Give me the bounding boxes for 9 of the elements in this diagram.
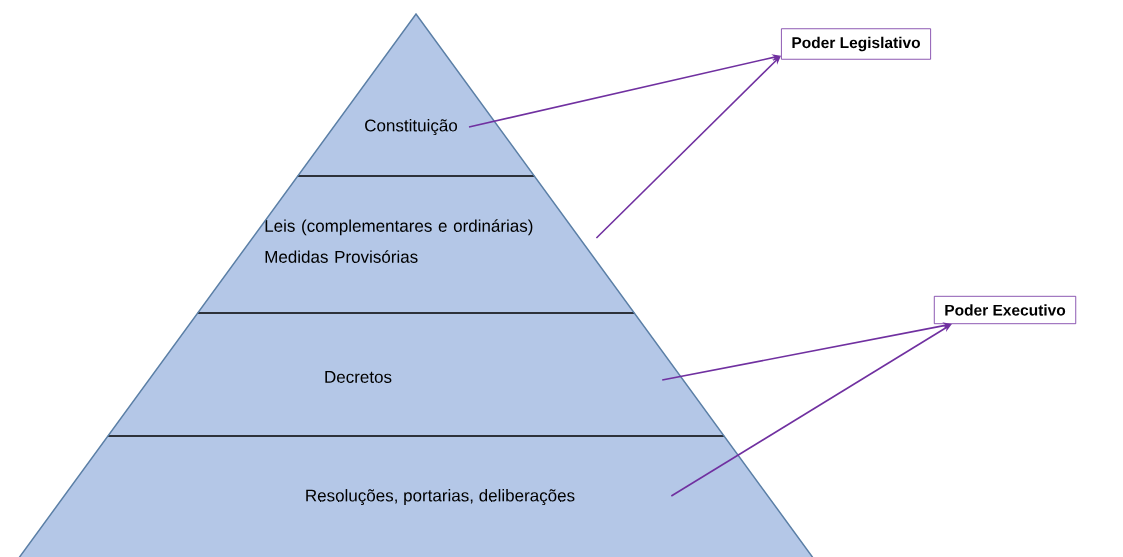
node-label: Decretos xyxy=(325,371,392,383)
pyramid-band: Leis (complementares e ordinárias) Medidas Provisórias xyxy=(197,175,635,313)
pyramid-band: Resoluções, portarias, deliberações xyxy=(19,435,813,557)
node-label: Constituição xyxy=(365,119,458,135)
label-box: Poder Legislativo xyxy=(781,28,931,60)
node-label: Leis (complementares e ordinárias) Medidas Provisórias xyxy=(265,219,533,263)
pyramid-band: Decretos xyxy=(107,312,725,436)
pyramid-band: Constituição xyxy=(297,14,535,176)
label-box: Poder Executivo xyxy=(933,295,1077,325)
